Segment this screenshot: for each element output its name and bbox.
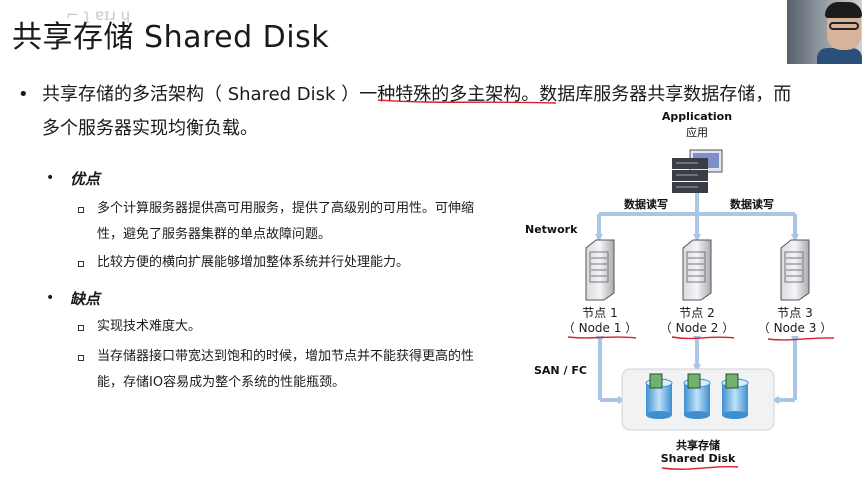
watermark: ⌐ ʅ ɐɪɹ ɥ bbox=[66, 6, 131, 24]
storage-label-en: Shared Disk bbox=[660, 452, 736, 465]
node-3-cn: 节点 3 bbox=[777, 306, 813, 320]
cons-heading: 缺点 bbox=[70, 290, 101, 308]
rw-label-left: 数据读写 bbox=[624, 198, 668, 211]
app-label-cn: 应用 bbox=[686, 126, 708, 139]
san-arrows bbox=[596, 336, 799, 404]
node-2-en: （ Node 2 ） bbox=[659, 321, 735, 335]
pros-item-2: 比较方便的横向扩展能够增加整体系统并行处理能力。 bbox=[97, 255, 410, 270]
disk-1-icon bbox=[645, 373, 673, 419]
cons-item-2: 当存储器接口带宽达到饱和的时候，增加节点并不能获得更高的性能，存储IO容易成为整… bbox=[97, 349, 475, 390]
red-underline-node1 bbox=[567, 336, 637, 339]
node-server-1-icon bbox=[585, 239, 615, 301]
square-bullet-icon bbox=[78, 207, 84, 213]
network-label: Network bbox=[525, 223, 578, 236]
red-underline-storage bbox=[661, 465, 739, 470]
storage-label-cn: 共享存储 bbox=[676, 439, 720, 452]
node-1-en: （ Node 1 ） bbox=[562, 321, 638, 335]
pros-item-1: 多个计算服务器提供高可用服务，提供了高级别的可用性。可伸缩性，避免了服务器集群的… bbox=[97, 201, 475, 242]
square-bullet-icon bbox=[78, 325, 84, 331]
node-3-label: 节点 3 （ Node 3 ） bbox=[755, 306, 835, 336]
red-underline-node2 bbox=[671, 336, 735, 340]
page-title: 共享存储 Shared Disk bbox=[12, 20, 330, 55]
red-underline-main bbox=[377, 99, 557, 104]
red-underline-node3 bbox=[767, 337, 835, 341]
network-arrows bbox=[595, 189, 799, 242]
bullet-dot: • bbox=[18, 84, 29, 105]
pros-heading: 优点 bbox=[70, 170, 101, 188]
san-label: SAN / FC bbox=[534, 364, 587, 377]
node-1-label: 节点 1 （ Node 1 ） bbox=[560, 306, 640, 336]
main-bullet-line2: 多个服务器实现均衡负载。 bbox=[42, 118, 258, 139]
rw-label-right: 数据读写 bbox=[730, 198, 774, 211]
bullet-dot: • bbox=[46, 290, 55, 306]
disk-3-icon bbox=[721, 373, 749, 419]
node-server-3-icon bbox=[780, 239, 810, 301]
node-1-cn: 节点 1 bbox=[582, 306, 618, 320]
node-2-label: 节点 2 （ Node 2 ） bbox=[657, 306, 737, 336]
main-bullet-line1: 共享存储的多活架构（ Shared Disk ）一种特殊的多主架构。数据库服务器… bbox=[42, 84, 792, 105]
bullet-dot: • bbox=[46, 170, 55, 186]
node-3-en: （ Node 3 ） bbox=[757, 321, 833, 335]
application-server-icon bbox=[672, 149, 723, 193]
square-bullet-icon bbox=[78, 355, 84, 361]
cons-item-1: 实现技术难度大。 bbox=[97, 319, 202, 334]
app-label-en: Application bbox=[661, 110, 733, 123]
node-server-2-icon bbox=[682, 239, 712, 301]
disk-2-icon bbox=[683, 373, 711, 419]
node-2-cn: 节点 2 bbox=[679, 306, 715, 320]
square-bullet-icon bbox=[78, 261, 84, 267]
webcam-overlay bbox=[787, 0, 862, 64]
